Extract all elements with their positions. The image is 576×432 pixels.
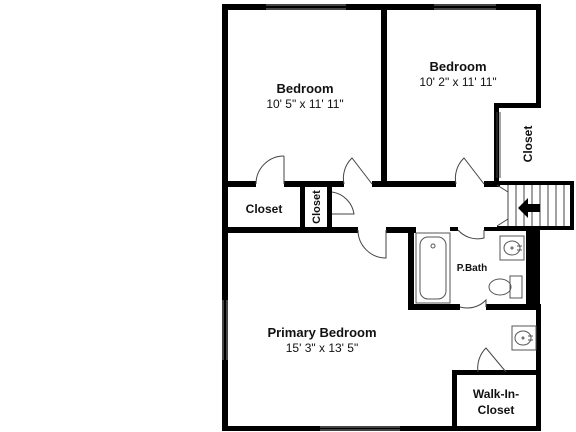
- bedroom-right-name: Bedroom: [429, 59, 486, 74]
- closet-sliding-door: [496, 112, 501, 178]
- bedroom-left-name: Bedroom: [276, 81, 333, 96]
- walls: [222, 4, 574, 431]
- primary-bedroom-name: Primary Bedroom: [267, 325, 376, 340]
- door-swing-bedroom-left-2: [342, 157, 373, 185]
- stairs-arrow-left-icon: [518, 198, 540, 218]
- sink-primary: [511, 325, 537, 351]
- bathtub: [415, 232, 451, 304]
- closet-right-label: Closet: [521, 126, 535, 163]
- door-swing-closet-small: [331, 191, 355, 215]
- bedroom-right-dims: 10' 2" x 11' 11": [419, 75, 496, 89]
- door-swing-bath-bottom: [459, 298, 487, 309]
- door-swing-bedroom-right: [454, 157, 485, 185]
- door-swing-bedroom-left: [255, 155, 285, 185]
- door-swing-primary: [357, 229, 387, 259]
- closet-small-label: Closet: [311, 190, 323, 224]
- doors: [255, 112, 507, 373]
- toilet: [488, 275, 523, 299]
- bath-label: P.Bath: [457, 263, 487, 274]
- closet-hall-label: Closet: [246, 202, 283, 216]
- sink-bath: [499, 235, 525, 261]
- door-swing-walkin: [477, 347, 507, 373]
- bedroom-left-dims: 10' 5" x 11' 11": [266, 97, 343, 111]
- primary-bedroom-dims: 15' 3" x 13' 5": [286, 341, 358, 355]
- door-swing-bath: [457, 229, 485, 240]
- walkin-closet-line2: Closet: [478, 403, 515, 417]
- walkin-closet-line1: Walk-In-: [473, 387, 519, 401]
- windows: [222, 4, 496, 431]
